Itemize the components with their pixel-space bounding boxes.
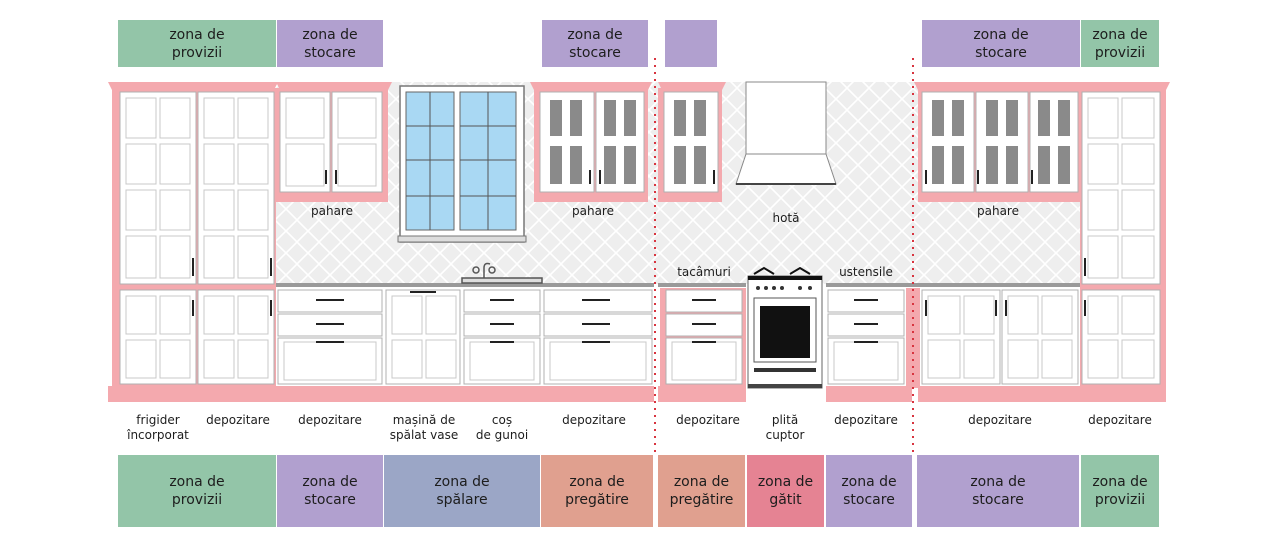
label-depozitare-5: depozitare	[834, 413, 898, 427]
top-zone-provizii-left: zona de provizii	[118, 20, 276, 67]
label-depozitare-3: depozitare	[562, 413, 626, 427]
top-zone-stocare-small	[665, 20, 717, 67]
label-depozitare-2: depozitare	[298, 413, 362, 427]
top-zone-stocare-right: zona de stocare	[922, 20, 1080, 67]
label-depozitare-7: depozitare	[1088, 413, 1152, 427]
cabinet-handles	[192, 170, 1086, 343]
bottom-zone-gatit: zona de gătit	[747, 455, 824, 527]
bottom-zone-pregatire-1: zona de pregătire	[541, 455, 653, 527]
label-masina-spalat: mașină de spălat vase	[389, 413, 459, 442]
top-zone-stocare-middle: zona de stocare	[542, 20, 648, 67]
top-zone-stocare-left: zona de stocare	[277, 20, 383, 67]
zone-dividers	[654, 58, 914, 452]
door-panels	[125, 97, 1155, 381]
bottom-zone-stocare-2: zona de stocare	[826, 455, 912, 527]
label-frigider: frigider încorporat	[127, 413, 189, 442]
range-hood-icon	[735, 81, 837, 185]
label-pahare-right: pahare	[977, 204, 1019, 218]
bottom-zone-stocare-3: zona de stocare	[917, 455, 1079, 527]
stove-oven-icon	[747, 266, 823, 389]
window	[397, 85, 527, 243]
sink-faucet-icon	[461, 262, 543, 284]
label-pahare-left: pahare	[311, 204, 353, 218]
glass-inserts	[550, 100, 1070, 184]
bottom-zone-spalare: zona de spălare	[384, 455, 540, 527]
label-depozitare-6: depozitare	[968, 413, 1032, 427]
label-depozitare-1: depozitare	[206, 413, 270, 427]
bottom-zone-provizii-right: zona de provizii	[1081, 455, 1159, 527]
top-zone-provizii-right: zona de provizii	[1081, 20, 1159, 67]
countertop	[276, 283, 1080, 287]
label-hota: hotă	[772, 211, 800, 225]
label-tacamuri: tacâmuri	[677, 265, 731, 279]
bottom-zone-provizii-left: zona de provizii	[118, 455, 276, 527]
label-depozitare-4: depozitare	[676, 413, 740, 427]
label-pahare-middle: pahare	[572, 204, 614, 218]
bottom-zone-stocare-1: zona de stocare	[277, 455, 383, 527]
label-cos-gunoi: coș de gunoi	[475, 413, 529, 442]
label-plita-cuptor: plită cuptor	[765, 413, 805, 442]
bottom-zone-pregatire-2: zona de pregătire	[658, 455, 745, 527]
label-ustensile: ustensile	[839, 265, 893, 279]
